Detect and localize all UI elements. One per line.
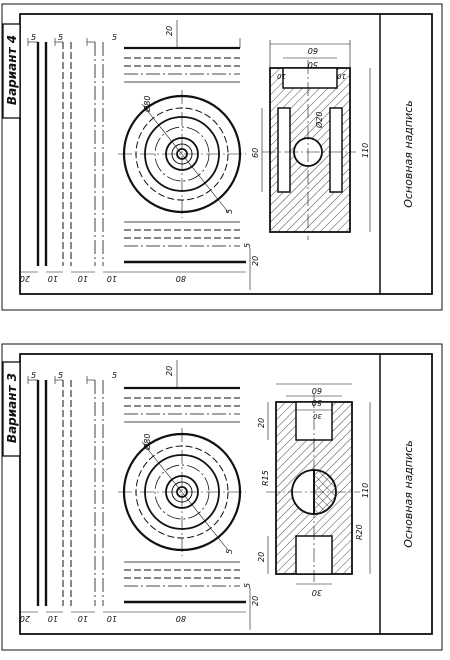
- dim-b20r: 20: [251, 596, 260, 606]
- circle-view: [118, 428, 246, 556]
- dim-r15: R15: [261, 470, 270, 486]
- dim-b10b: 10: [78, 274, 88, 283]
- dim-b10a: 10: [48, 274, 58, 283]
- sheet-variant-4: Основная надпись Вариант 4 5 5 5: [1, 3, 443, 311]
- dim-h20: 20: [165, 26, 174, 36]
- dim-lower5: 5: [243, 243, 252, 248]
- dim-5a: 5: [31, 371, 36, 380]
- title-block-text: Основная надпись: [402, 440, 415, 548]
- dim-5a: 5: [31, 33, 36, 42]
- dim-r20: R20: [355, 524, 364, 540]
- section-view: [262, 60, 356, 240]
- dim-5c: 5: [112, 33, 117, 42]
- dim-5b: 5: [58, 371, 63, 380]
- variant-label-box: [2, 361, 21, 457]
- h-lines-bottom: [124, 561, 246, 604]
- sheet-frame: [1, 343, 443, 651]
- dim-5b: 5: [58, 33, 63, 42]
- inner-frame: [19, 353, 433, 635]
- title-block-text: Основная надпись: [402, 100, 415, 208]
- h-lines-bottom: [124, 221, 246, 264]
- section-dims: [267, 383, 371, 585]
- section-dims: [261, 40, 371, 232]
- dim-h20t: 20: [257, 418, 266, 428]
- top-dims: [27, 376, 95, 384]
- dim-h110: 110: [361, 483, 370, 498]
- dim-w30b: 30: [312, 588, 322, 597]
- line-samples: [36, 42, 104, 266]
- dim-h20b: 20: [257, 552, 266, 562]
- dim-b80: 80: [176, 614, 186, 623]
- dim-w50: 50: [312, 398, 322, 407]
- dim-b20: 20: [20, 274, 30, 283]
- dim-gap5: 5: [225, 209, 234, 214]
- section-view: [266, 394, 360, 582]
- variant-label: Вариант 3: [5, 373, 19, 443]
- dim-b80: 80: [176, 274, 186, 283]
- dim-w30t: 30: [313, 412, 322, 420]
- top-dims: [27, 38, 95, 46]
- bottom-dims: [20, 588, 251, 630]
- sheet-frame: [1, 3, 443, 311]
- variant-label-box: [2, 23, 21, 119]
- sheet-variant-3: Основная надпись Вариант 3 5 5 5 20: [1, 343, 443, 651]
- dim-h110: 110: [361, 143, 370, 158]
- bottom-dims: [20, 248, 251, 290]
- dim-h20: 20: [165, 366, 174, 376]
- circle-view: [118, 90, 246, 218]
- dim-w60: 60: [308, 46, 318, 55]
- h-lines-top: [124, 360, 240, 423]
- line-samples: [36, 380, 104, 606]
- dim-w10b: 10: [337, 72, 346, 80]
- dim-b10c: 10: [107, 274, 117, 283]
- dim-lower5: 5: [243, 583, 252, 588]
- dim-h60: 60: [251, 148, 260, 158]
- dim-gap5: 5: [225, 549, 234, 554]
- dim-w60: 60: [312, 386, 322, 395]
- inner-frame: [19, 13, 433, 295]
- dim-b10b: 10: [78, 614, 88, 623]
- dim-w50: 50: [308, 60, 318, 69]
- dim-circle-d: Ø80: [142, 434, 152, 451]
- dim-w10a: 10: [277, 72, 286, 80]
- dim-b20r: 20: [251, 256, 260, 266]
- dim-circle-d: Ø80: [142, 96, 152, 113]
- dim-hole-d: Ø20: [314, 112, 324, 129]
- dim-5c: 5: [112, 371, 117, 380]
- h-lines-top: [124, 20, 241, 83]
- dim-b10a: 10: [48, 614, 58, 623]
- dim-b20: 20: [20, 614, 30, 623]
- variant-label: Вариант 4: [5, 35, 19, 105]
- dim-b10c: 10: [107, 614, 117, 623]
